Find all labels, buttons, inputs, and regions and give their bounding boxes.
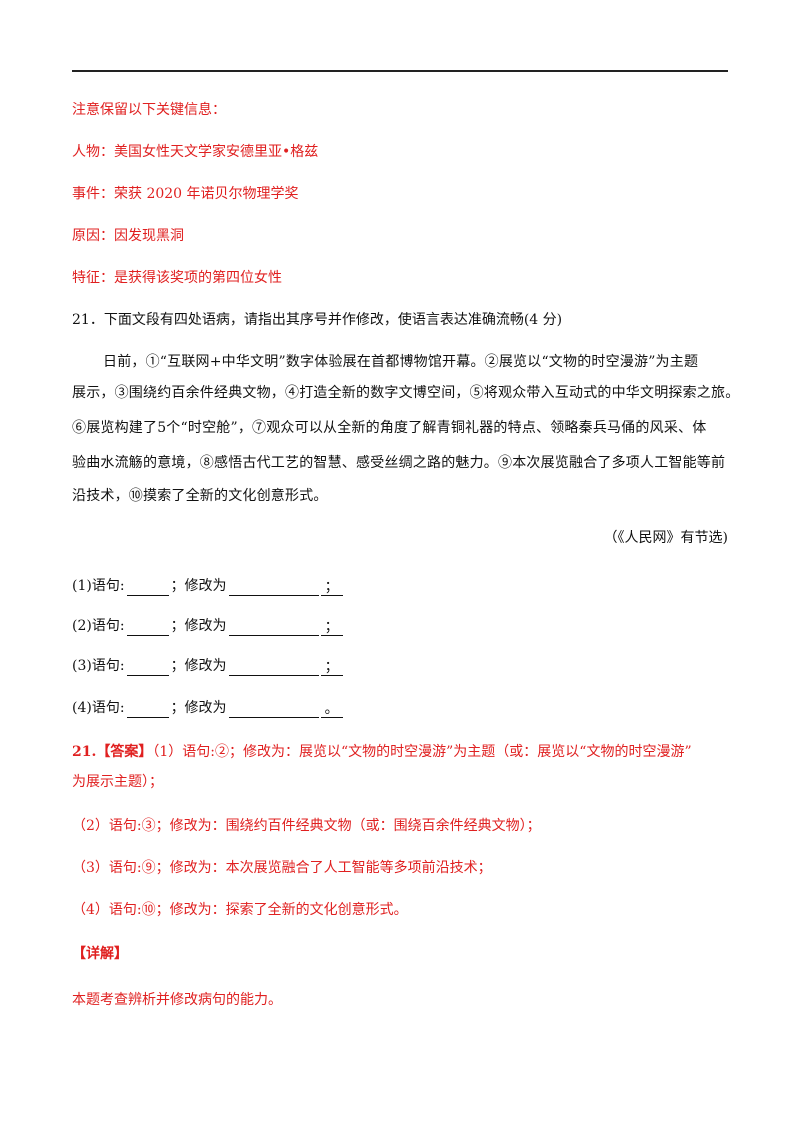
modify-blank[interactable] xyxy=(228,579,319,596)
answer-text-1a: （1）语句:②；修改为：展览以“文物的时空漫游”为主题（或：展览以“文物的时空漫… xyxy=(152,744,692,760)
blank-num: (4) xyxy=(72,700,92,716)
sentence-blank[interactable] xyxy=(126,579,169,596)
blank-sentence-label: 语句: xyxy=(91,658,125,674)
detail-text: 本题考查辨析并修改病句的能力。 xyxy=(72,992,282,1008)
blank-num: (1) xyxy=(72,578,92,594)
blank-sentence-label: 语句: xyxy=(91,578,125,594)
blank-modify-label: ；修改为 xyxy=(170,658,227,674)
blank-end: ； xyxy=(320,579,343,596)
notes-feature: 特征：是获得该奖项的第四位女性 xyxy=(72,270,282,286)
blank-row-1: (1) 语句: ；修改为 ； xyxy=(72,576,343,596)
blank-row-2: (2) 语句: ；修改为 ； xyxy=(72,616,343,636)
passage-line-4: 验曲水流觞的意境，⑧感悟古代工艺的智慧、感受丝绸之路的魅力。⑨本次展览融合了多项… xyxy=(72,455,726,471)
answer-line-3: （3）语句:⑨；修改为：本次展览融合了人工智能等多项前沿技术； xyxy=(72,860,492,876)
modify-blank[interactable] xyxy=(228,659,319,676)
answer-line-2: （2）语句:③；修改为：围绕约百件经典文物（或：围绕百余件经典文物）； xyxy=(72,818,541,834)
blank-num: (2) xyxy=(72,618,92,634)
blank-end: 。 xyxy=(320,701,343,718)
sentence-blank[interactable] xyxy=(126,659,169,676)
top-rule xyxy=(72,70,728,72)
modify-blank[interactable] xyxy=(228,701,319,718)
sentence-blank[interactable] xyxy=(126,619,169,636)
blank-end: ； xyxy=(320,659,343,676)
notes-person: 人物：美国女性天文学家安德里亚•格兹 xyxy=(72,144,319,160)
blank-sentence-label: 语句: xyxy=(91,618,125,634)
blank-modify-label: ；修改为 xyxy=(170,578,227,594)
notes-reason: 原因：因发现黑洞 xyxy=(72,228,184,244)
blank-row-4: (4) 语句: ；修改为 。 xyxy=(72,698,343,718)
passage-line-1: 日前，①“互联网+中华文明”数字体验展在首都博物馆开幕。②展览以“文物的时空漫游… xyxy=(103,354,699,370)
modify-blank[interactable] xyxy=(228,619,319,636)
blank-sentence-label: 语句: xyxy=(91,700,125,716)
notes-heading: 注意保留以下关键信息： xyxy=(72,102,226,118)
blank-end: ； xyxy=(320,619,343,636)
detail-label: 【详解】 xyxy=(72,946,128,962)
passage-line-5: 沿技术，⑩摸索了全新的文化创意形式。 xyxy=(72,488,328,504)
blank-modify-label: ；修改为 xyxy=(170,618,227,634)
answer-line-4: （4）语句:⑩；修改为：探索了全新的文化创意形式。 xyxy=(72,902,408,918)
sentence-blank[interactable] xyxy=(126,701,169,718)
blank-modify-label: ；修改为 xyxy=(170,700,227,716)
notes-event: 事件：荣获 2020 年诺贝尔物理学奖 xyxy=(72,186,299,202)
passage-line-3: ⑥展览构建了5个“时空舱”，⑦观众可以从全新的角度了解青铜礼器的特点、领略秦兵马… xyxy=(72,420,707,436)
question-title: 21．下面文段有四处语病，请指出其序号并作修改，使语言表达准确流畅(4 分) xyxy=(72,312,563,328)
answer-label: 21.【答案】 xyxy=(72,744,153,760)
passage-line-2: 展示，③围绕约百余件经典文物，④打造全新的数字文博空间，⑤将观众带入互动式的中华… xyxy=(72,385,740,401)
answer-line-1: 21.【答案】（1）语句:②；修改为：展览以“文物的时空漫游”为主题（或：展览以… xyxy=(72,742,692,762)
blank-num: (3) xyxy=(72,658,92,674)
blank-row-3: (3) 语句: ；修改为 ； xyxy=(72,656,343,676)
passage-source: （《人民网》有节选) xyxy=(603,530,728,546)
answer-line-1b: 为展示主题）； xyxy=(72,774,163,790)
